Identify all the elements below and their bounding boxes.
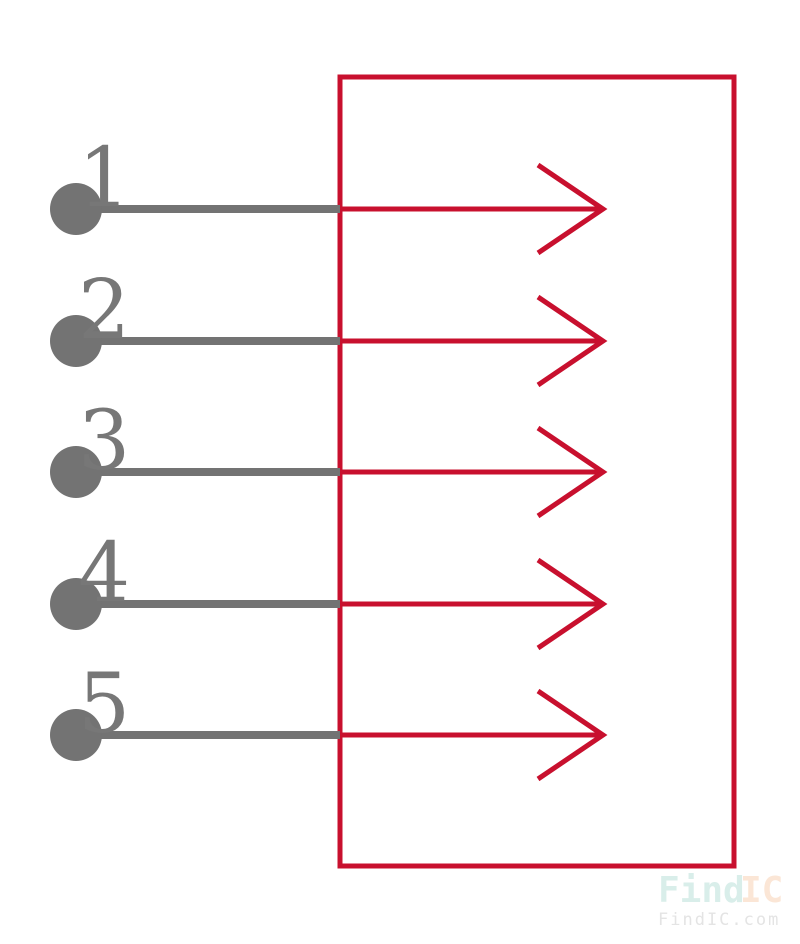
pin-2: 2: [50, 263, 608, 388]
watermark-url: FindIC.com: [658, 910, 780, 930]
pin-terminal-dot: [50, 709, 102, 761]
arrow-icon: [536, 162, 608, 256]
pin-number: 5: [78, 657, 130, 752]
pin-terminal-dot: [50, 183, 102, 235]
pin-5: 5: [50, 657, 608, 782]
pin-number: 1: [78, 131, 130, 226]
pin-number: 4: [78, 526, 130, 621]
arrow-icon: [536, 425, 608, 519]
watermark: Find IC FindIC.com: [658, 870, 783, 930]
arrow-icon: [536, 557, 608, 651]
arrow-icon: [536, 294, 608, 388]
pin-number: 3: [78, 394, 130, 489]
pin-1: 1: [50, 131, 608, 256]
pin-terminal-dot: [50, 578, 102, 630]
watermark-logo-find: Find: [658, 870, 745, 911]
pin-number: 2: [78, 263, 130, 358]
pin-4: 4: [50, 526, 608, 651]
pin-3: 3: [50, 394, 608, 519]
watermark-logo-ic: IC: [740, 870, 783, 911]
pin-terminal-dot: [50, 446, 102, 498]
arrow-icon: [536, 688, 608, 782]
pin-terminal-dot: [50, 315, 102, 367]
